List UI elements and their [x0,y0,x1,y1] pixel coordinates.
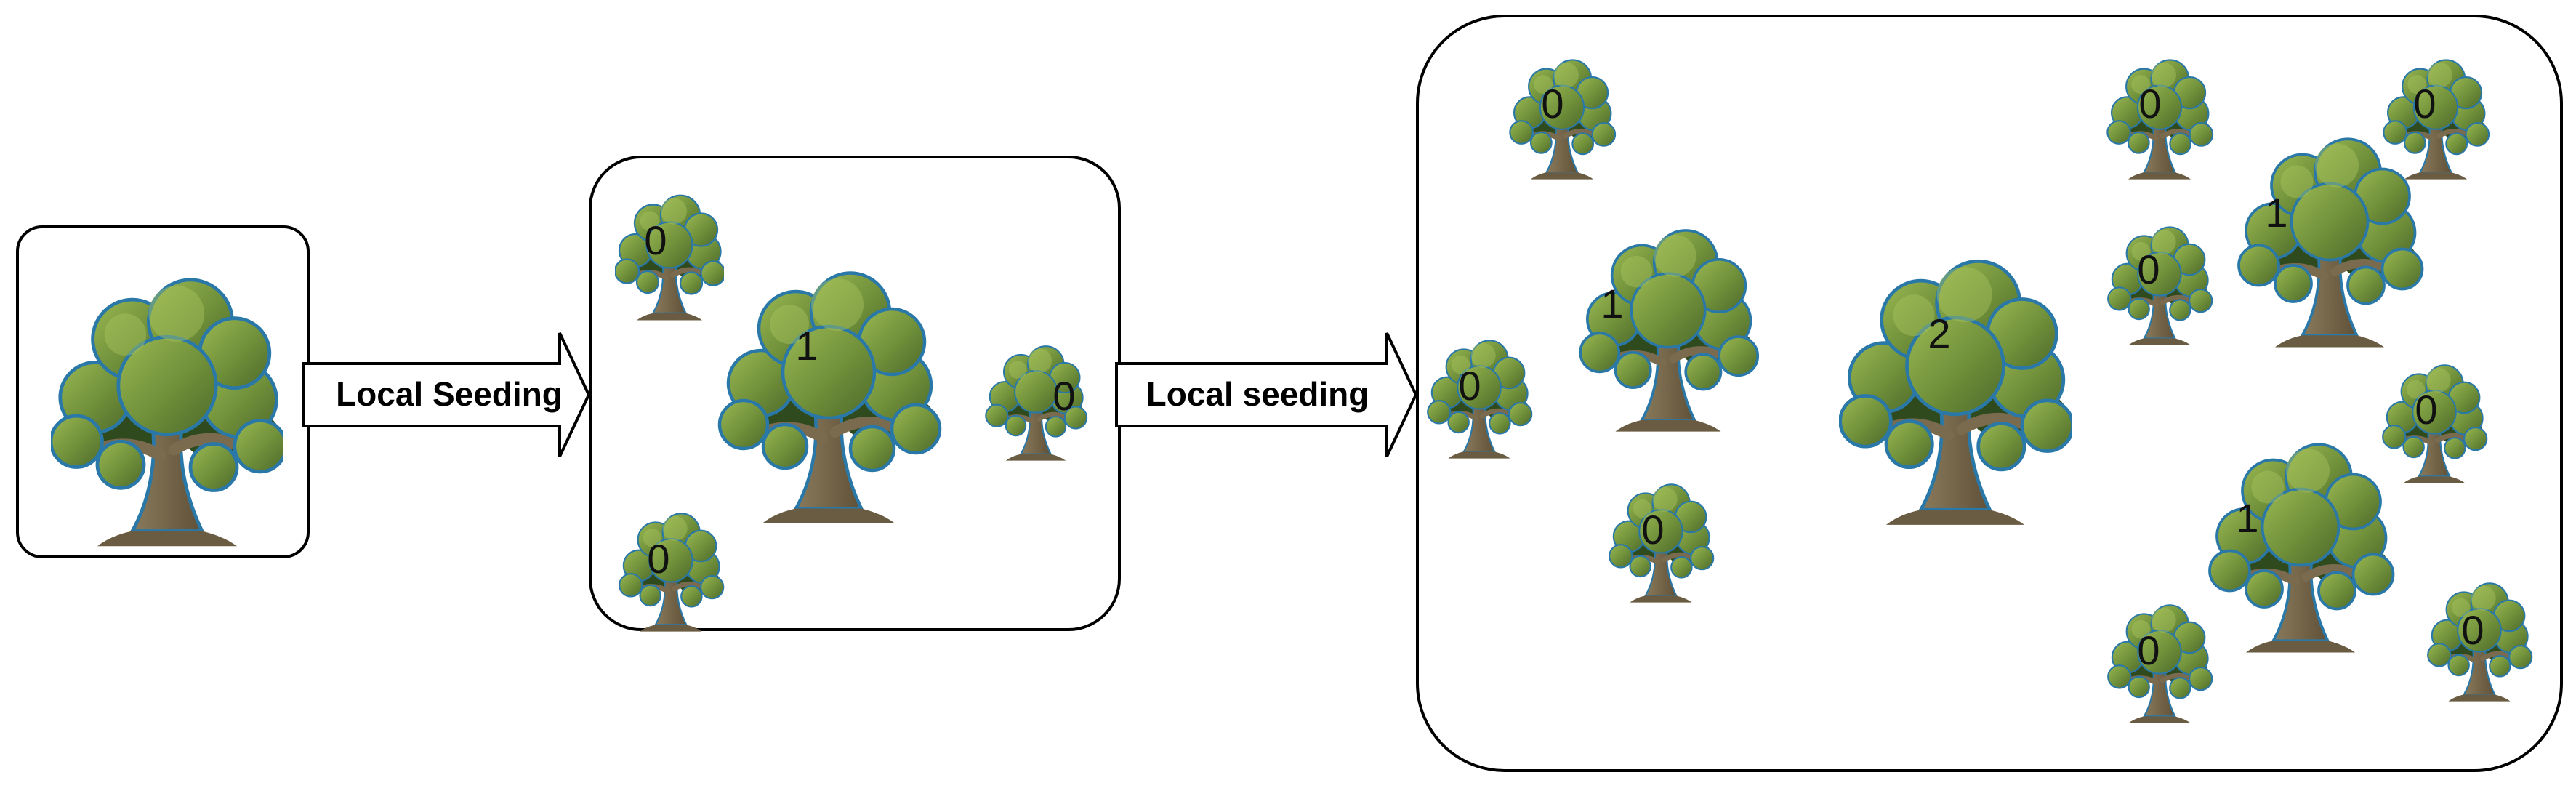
seeding-arrow-1-label: Local Seeding [336,375,563,413]
generation-label: 0 [1641,507,1664,553]
stage-2-tree: 0 [986,346,1087,460]
stage-3-tree: 0 [2428,583,2532,701]
seeding-arrow-2: Local seeding [1115,332,1418,457]
stage-3-tree: 0 [1510,60,1615,179]
stage-3-tree: 1 [1580,230,1758,432]
generation-label: 0 [2138,81,2161,127]
generation-label: 0 [647,536,669,582]
generation-label: 1 [2265,190,2287,236]
stage-2-tree: 0 [619,513,723,631]
stage-3-tree: 0 [2108,227,2212,345]
stage-3-tree: 0 [1428,340,1531,458]
generation-label: 0 [644,217,667,263]
stage-3-tree: 0 [1609,484,1713,602]
generation-label: 1 [1601,281,1623,326]
stage-2-tree: 0 [615,196,725,321]
stage-2-tree: 1 [720,273,940,523]
generation-label: 0 [2413,81,2436,127]
generation-label: 0 [2461,607,2484,653]
generation-label: 0 [1458,363,1481,409]
generation-label: 1 [2236,495,2258,541]
generation-label: 0 [2137,246,2160,292]
generation-label: 0 [1541,81,1563,127]
generation-label: 2 [1928,310,1950,356]
seeding-arrow-2-label: Local seeding [1146,375,1369,413]
generation-label: 0 [2415,387,2437,433]
stage-3-tree: 0 [2107,60,2213,179]
stage-3-tree: 0 [2108,605,2212,723]
generation-label: 0 [1052,373,1075,419]
stage-3-tree: 0 [2383,60,2489,179]
stage-3-tree: 2 [1840,261,2073,525]
seeding-arrow-1: Local Seeding [302,332,591,457]
generation-label: 0 [2137,627,2160,673]
stage-3-tree: 1 [2210,444,2394,652]
generation-label: 1 [795,323,818,369]
stage-3-tree: 0 [2383,365,2487,483]
stage-3-tree: 1 [2239,139,2423,347]
